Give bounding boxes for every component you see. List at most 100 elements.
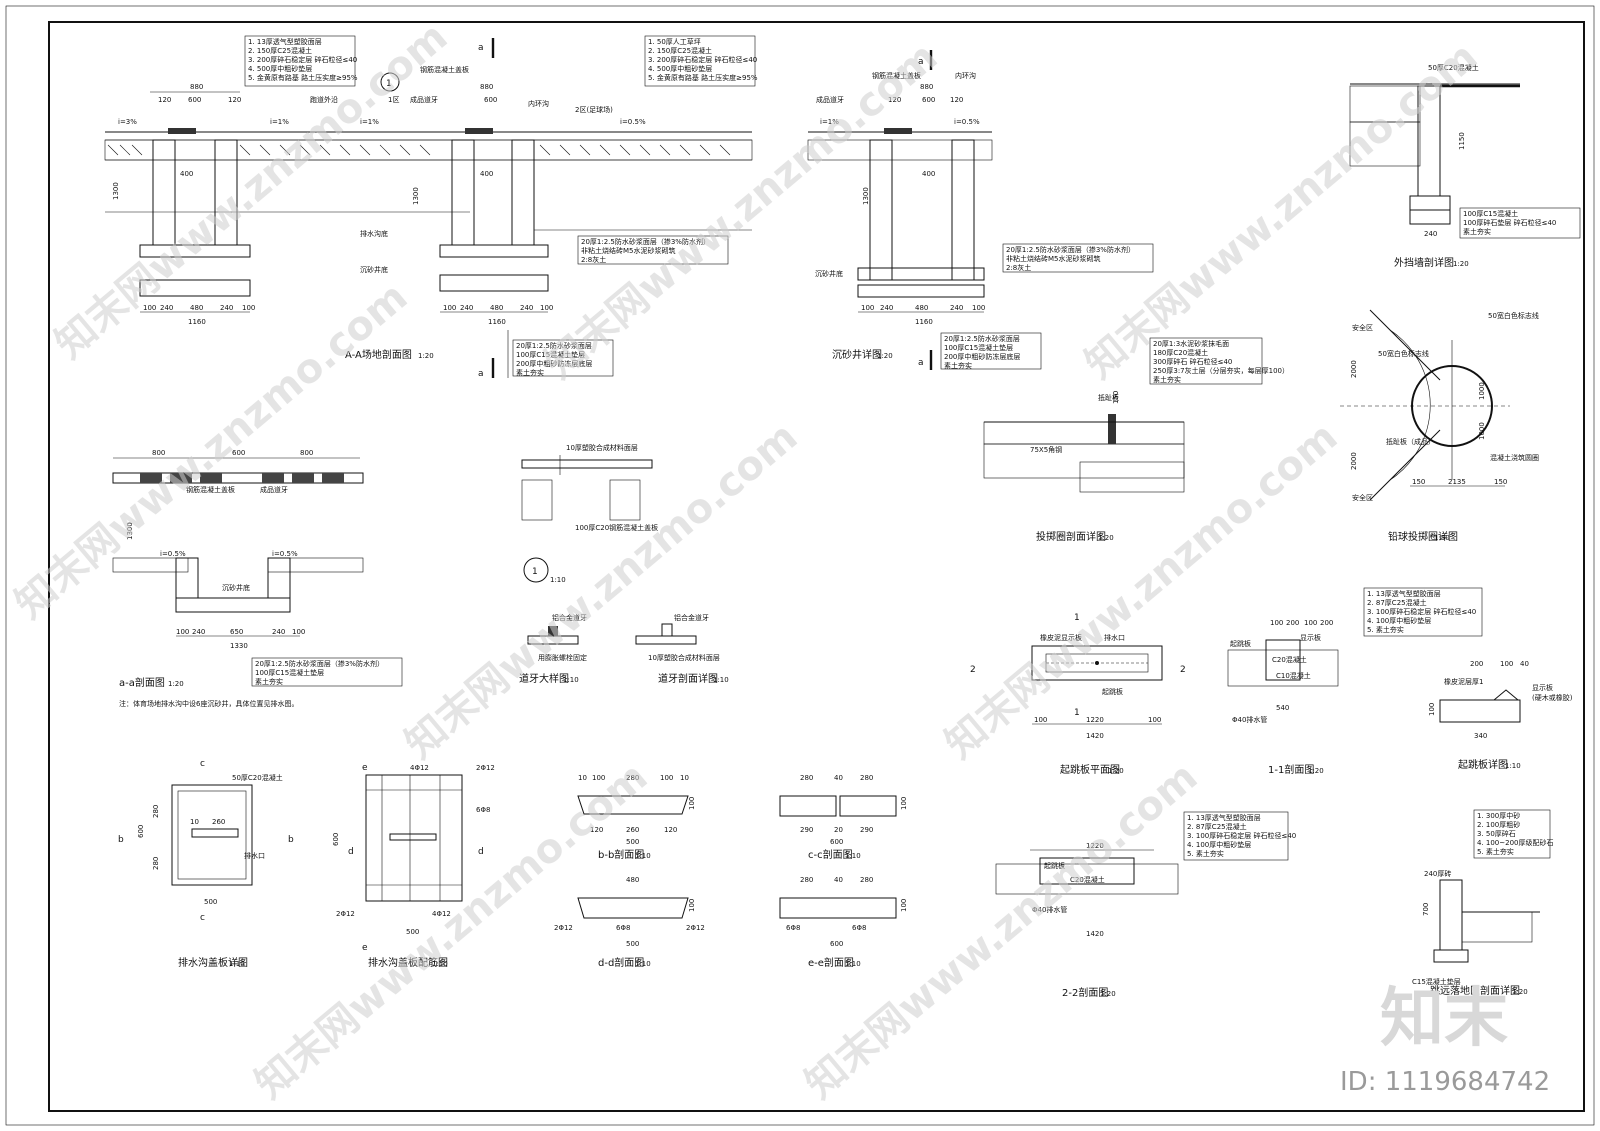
sump-dim-600: 600 bbox=[922, 96, 935, 104]
cc-top-280a: 280 bbox=[800, 774, 813, 782]
rebar-sec-d-right: d bbox=[478, 847, 484, 857]
bb-top-10b: 10 bbox=[680, 774, 689, 782]
pit-note-1: 1. 300厚中砂 bbox=[1477, 811, 1520, 820]
sump-dim-120b: 120 bbox=[950, 96, 963, 104]
td-rubber: 橡皮泥层厚1 bbox=[1444, 677, 1483, 686]
throw-title-scale: 1:20 bbox=[1098, 534, 1114, 542]
aa-left-note-4: 4. 500厚中粗砂垫层 bbox=[248, 64, 312, 73]
lower-note-2: 100厚C15混凝土垫层 bbox=[255, 668, 324, 677]
cover-slot: 260 bbox=[212, 818, 225, 826]
ee-title-scale: 1:10 bbox=[845, 960, 861, 968]
curb-big-scale: 1:10 bbox=[563, 676, 579, 684]
sump-slope-b: i=0.5% bbox=[954, 118, 980, 126]
aa-bot2-480: 480 bbox=[490, 304, 503, 312]
cover-rebar: 4Φ12 2Φ12 6Φ8 4Φ12 2Φ12 600 500 e e d d … bbox=[332, 763, 495, 969]
throw-notes: 20厚1:3水泥砂浆抹毛面 180厚C20混凝土 300厚碎石 碎石粒径≤40 … bbox=[1149, 337, 1289, 385]
td-title-scale: 1:10 bbox=[1505, 762, 1521, 770]
throw-stopboard: 抵趾板 bbox=[1098, 393, 1119, 402]
rebar-4f12-top: 4Φ12 bbox=[410, 764, 429, 772]
aa-bot-480: 480 bbox=[190, 304, 203, 312]
pit-note-3: 3. 50厚碎石 bbox=[1477, 829, 1516, 838]
slope-1a: i=1% bbox=[270, 118, 289, 126]
pit-240: 240厚砖 bbox=[1424, 869, 1451, 878]
lower-bot-240b: 240 bbox=[272, 628, 285, 636]
bb-total: 500 bbox=[626, 838, 639, 846]
lower-aa-title: a-a剖面图 bbox=[119, 676, 165, 689]
sump-section-a-top: a bbox=[918, 57, 924, 67]
section-2-2: 起跳板 C20混凝土 Φ40排水管 1220 1420 1. 13厚透气型塑胶面… bbox=[995, 811, 1296, 999]
s11-title: 1-1剖面图 bbox=[1268, 763, 1314, 776]
aa-right-notes: 1. 50厚人工草坪 2. 150厚C25混凝土 3. 200厚碎石稳定层 碎石… bbox=[644, 35, 758, 87]
sump-total: 1160 bbox=[915, 318, 933, 326]
section-1-1: C20混凝土 C10混凝土 起跳板 显示板 Φ40排水管 540 100 200… bbox=[1227, 587, 1483, 776]
watermark-logo: 知末 bbox=[1380, 982, 1508, 1056]
tk-plan-nail: 橡皮泥显示板 bbox=[1040, 633, 1082, 642]
aa-right-note-3: 3. 200厚碎石稳定层 碎石粒径≤40 bbox=[648, 55, 757, 64]
sump-bottom: 沉砂井底 bbox=[815, 269, 843, 278]
takeoff-note-3: 3. 100厚碎石稳定层 碎石粒径≤40 bbox=[1367, 607, 1476, 616]
pit-note-4: 4. 100~200厚级配砂石 bbox=[1477, 838, 1554, 847]
pit-c15: C15混凝土垫层 bbox=[1412, 977, 1461, 986]
section-a-bottom: a bbox=[478, 369, 484, 379]
aa-left-note-5: 5. 金黄原有路基 路土压实度≥95% bbox=[248, 73, 358, 82]
s11-title-scale: 1:20 bbox=[1308, 767, 1324, 775]
watermark-5: 知末网www.znzmo.com bbox=[397, 414, 806, 768]
label-channel-bottom: 排水沟底 bbox=[360, 229, 388, 238]
lower-total: 1330 bbox=[230, 642, 248, 650]
s22-pipe: Φ40排水管 bbox=[1032, 905, 1067, 914]
cover-title: 排水沟盖板详图 bbox=[178, 956, 248, 969]
rebar-2f12-bot: 2Φ12 bbox=[336, 910, 355, 918]
rebar-sec-d-left: d bbox=[348, 847, 354, 857]
sump-bot-100b: 100 bbox=[972, 304, 985, 312]
aa-bottom-note-2: 100厚C15混凝土垫层 bbox=[516, 350, 585, 359]
pit-note-2: 2. 100厚粗砂 bbox=[1477, 820, 1520, 829]
lower-aa-title-scale: 1:20 bbox=[168, 680, 184, 688]
aa-bot2-100b: 100 bbox=[540, 304, 553, 312]
tk-plan-drain: 排水口 bbox=[1104, 633, 1125, 642]
takeoff-plan: 橡皮泥显示板 排水口 起跳板 1 1 2 2 1220 100 100 1420… bbox=[970, 613, 1186, 776]
retain-notes: 100厚C15混凝土 100厚碎石垫层 碎石粒径≤40 素土夯实 bbox=[1459, 207, 1581, 239]
lower-dim-600: 600 bbox=[232, 449, 245, 457]
rebar-4f12-bot: 4Φ12 bbox=[432, 910, 451, 918]
tk-plan-width: 1220 bbox=[1086, 716, 1104, 724]
sump-title-scale: 1:20 bbox=[877, 352, 893, 360]
shot-title: 铅球投掷圈详图 bbox=[1388, 530, 1458, 543]
rebar-sec-e-bot: e bbox=[362, 943, 368, 953]
tk-plan-title-scale: 1:20 bbox=[1108, 767, 1124, 775]
aa-bot2-240b: 240 bbox=[520, 304, 533, 312]
cover-hole: 排水口 bbox=[244, 851, 265, 860]
lower-note-3: 素土夯实 bbox=[255, 677, 283, 686]
shot-150b: 150 bbox=[1494, 478, 1507, 486]
aa-bottom-note-1: 20厚1:2.5防水砂浆面层 bbox=[516, 341, 592, 350]
shot-2000a: 2000 bbox=[1350, 360, 1358, 378]
sump-bot-240b: 240 bbox=[950, 304, 963, 312]
section-cc: 280 40 280 290 20 290 600 100 c-c剖面图 1:1… bbox=[779, 774, 908, 861]
ee-height: 100 bbox=[900, 899, 908, 912]
cc-title: c-c剖面图 bbox=[808, 848, 853, 861]
detail1-scale: 1:10 bbox=[550, 576, 566, 584]
aa-dim-120b: 120 bbox=[228, 96, 241, 104]
aa-left-note-1: 1. 13厚透气型塑胶面层 bbox=[248, 37, 322, 46]
td-height: 100 bbox=[1428, 703, 1436, 716]
aa-bottom-note-3: 200厚中粗砂防冻层底层 bbox=[516, 359, 592, 368]
shot-safe-2: 安全区 bbox=[1352, 493, 1373, 502]
takeoff-note-5: 5. 素土夯实 bbox=[1367, 625, 1404, 634]
sump-dim-880: 880 bbox=[920, 83, 933, 91]
detail1-num: 1 bbox=[532, 567, 538, 577]
aa-dim-600: 600 bbox=[188, 96, 201, 104]
lower-slope-b: i=0.5% bbox=[272, 550, 298, 558]
pit-note-5: 5. 素土夯实 bbox=[1477, 847, 1514, 856]
ee-top-40: 40 bbox=[834, 876, 843, 884]
curb-alum: 铝合金道牙 bbox=[552, 613, 587, 622]
cover-280b: 280 bbox=[152, 857, 160, 870]
retain-width: 240 bbox=[1424, 230, 1437, 238]
watermark-6: 知末网www.znzmo.com bbox=[937, 414, 1346, 768]
lower-aa-section: i=0.5% i=0.5% 钢筋混凝土盖板 成品道牙 沉砂井底 1300 800… bbox=[112, 449, 403, 708]
shot-2000b: 2000 bbox=[1350, 452, 1358, 470]
s11-board: 起跳板 bbox=[1230, 639, 1251, 648]
td-dim-100: 100 bbox=[1500, 660, 1513, 668]
aa-left-note-2: 2. 150厚C25混凝土 bbox=[248, 46, 312, 55]
aa-dim-600b: 600 bbox=[484, 96, 497, 104]
sump-drain-inner: 内环沟 bbox=[955, 71, 976, 80]
